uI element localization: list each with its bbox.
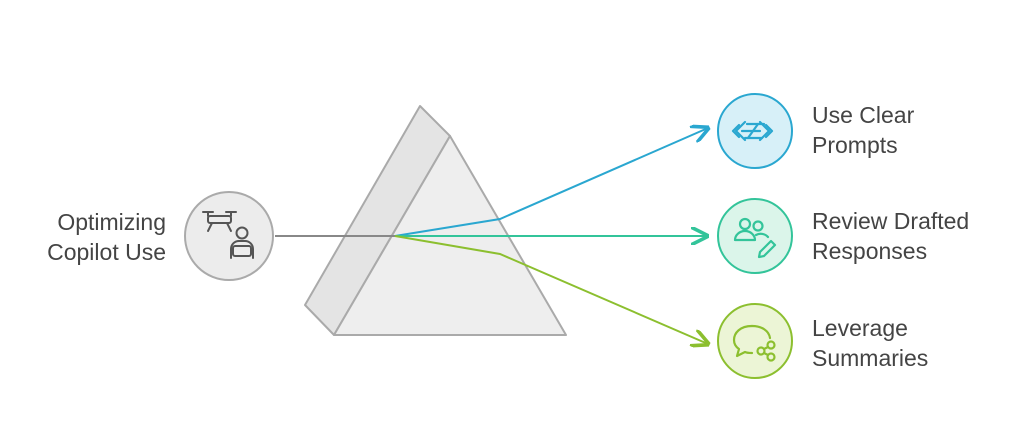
input-circle [184, 191, 274, 281]
output-label-line1: Review Drafted [812, 208, 970, 234]
output-label-line2: Summaries [812, 345, 929, 371]
output-node-leverage-summaries [717, 303, 793, 379]
input-label: Optimizing Copilot Use [47, 207, 166, 267]
ray-leverage-summaries [394, 235, 708, 344]
output-label-line2: Responses [812, 238, 928, 264]
output-node-review-drafted-responses [717, 198, 793, 274]
drone-operator-icon [202, 211, 254, 259]
output-label-line2: Prompts [812, 132, 898, 158]
output-label-line1: Leverage [812, 315, 908, 341]
double-arrow-icon [731, 120, 774, 142]
output-label-review-drafted-responses: Review Drafted Responses [812, 206, 969, 266]
ray-use-clear-prompts [394, 128, 708, 237]
input-node [184, 191, 274, 281]
output-label-leverage-summaries: Leverage Summaries [812, 313, 928, 373]
input-label-line1: Optimizing [57, 209, 166, 235]
input-label-line2: Copilot Use [47, 239, 166, 265]
prism [304, 105, 567, 336]
output-label-use-clear-prompts: Use Clear Prompts [812, 100, 914, 160]
users-edit-icon [733, 217, 777, 259]
output-circle-3 [717, 303, 793, 379]
chat-share-icon [732, 324, 776, 362]
output-label-line1: Use Clear [812, 102, 915, 128]
output-node-use-clear-prompts [717, 93, 793, 169]
